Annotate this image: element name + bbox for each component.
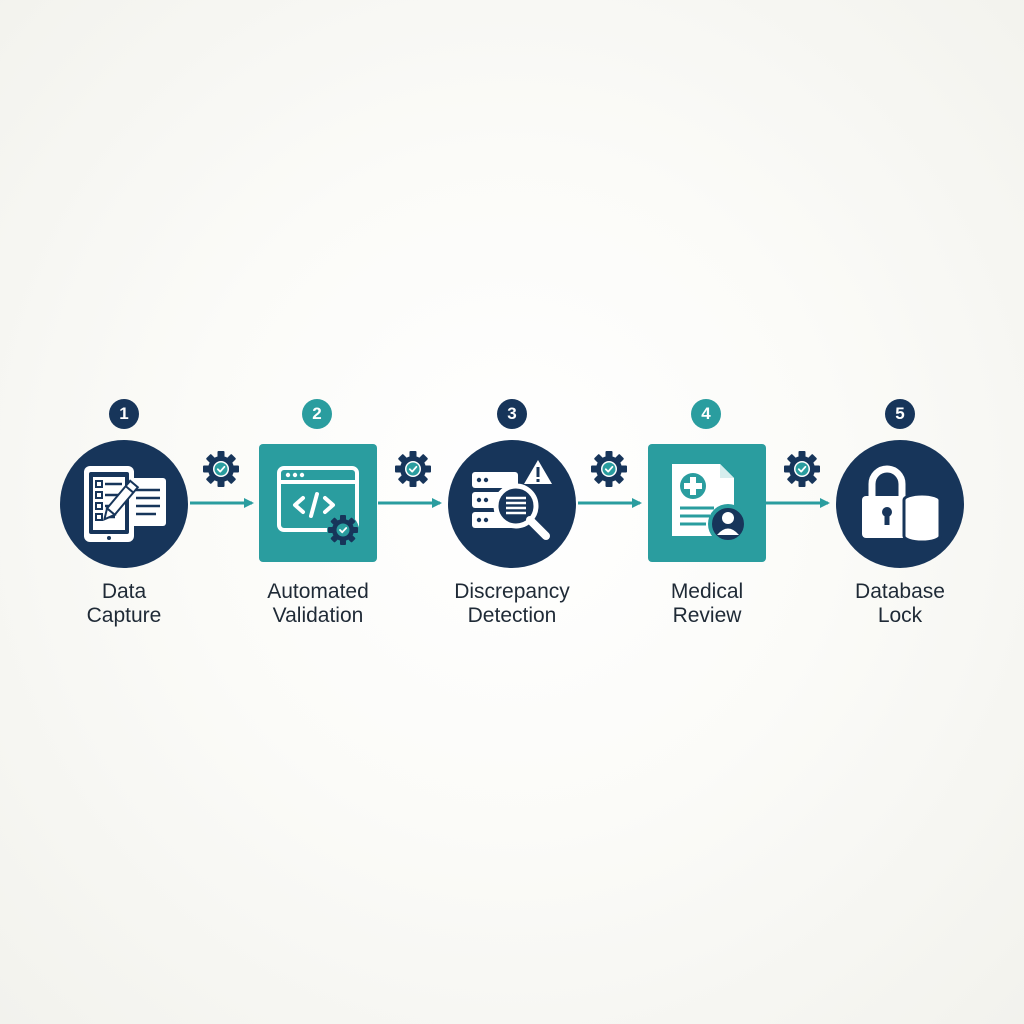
gear-check-icon [395, 451, 431, 487]
medical-record-doctor-icon [672, 464, 748, 544]
step-label-database-lock: Database Lock [805, 580, 995, 628]
step-number-badge: 4 [691, 399, 721, 429]
step-label-data-capture: Data Capture [29, 580, 219, 628]
step-node-discrepancy-detection [448, 440, 576, 568]
step-title-line: Discrepancy [454, 580, 570, 603]
step-node-medical-review [648, 444, 766, 562]
gear-check-icon [591, 451, 627, 487]
step-number-badge: 3 [497, 399, 527, 429]
gear-check-icon [203, 451, 239, 487]
padlock-database-icon [862, 465, 942, 544]
step-title-line: Review [672, 604, 742, 627]
step-label-medical-review: Medical Review [612, 580, 802, 628]
tablet-form-pencil-icon [84, 466, 166, 542]
step-number-badge: 5 [885, 399, 915, 429]
step-title-line: Database [855, 580, 945, 603]
step-title-line: Capture [86, 604, 162, 627]
step-number-badge: 1 [109, 399, 139, 429]
step-label-discrepancy-detection: Discrepancy Detection [417, 580, 607, 628]
step-title-line: Medical [670, 580, 744, 603]
step-title-line: Lock [877, 604, 923, 627]
step-title-line: Validation [272, 604, 364, 627]
code-window-gear-icon [277, 466, 359, 546]
server-magnifier-warning-icon [472, 460, 552, 540]
step-node-data-capture [60, 440, 188, 568]
step-title-line: Detection [467, 604, 557, 627]
step-node-automated-validation [259, 444, 377, 562]
step-number-badge: 2 [302, 399, 332, 429]
step-node-database-lock [836, 440, 964, 568]
step-title-line: Automated [267, 580, 369, 603]
step-title-line: Data [101, 580, 147, 603]
step-label-automated-validation: Automated Validation [223, 580, 413, 628]
gear-check-icon [784, 451, 820, 487]
